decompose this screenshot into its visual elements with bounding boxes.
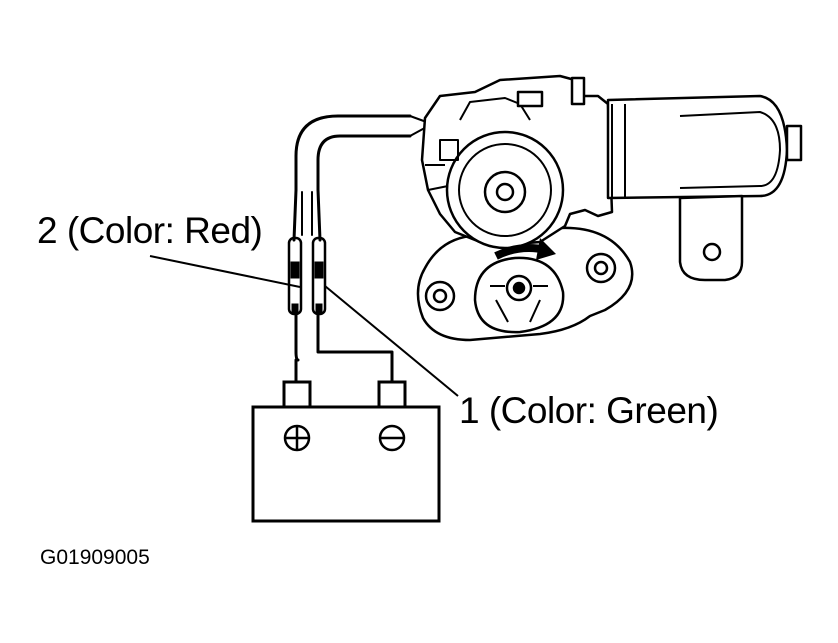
power-window-motor-icon xyxy=(416,74,803,342)
wire-harness xyxy=(292,114,433,384)
wire-2-label: 2 (Color: Red) xyxy=(37,210,263,251)
leader-lines xyxy=(149,255,459,397)
wire-1-label: 1 (Color: Green) xyxy=(459,390,719,431)
wire-connectors xyxy=(287,236,327,316)
figure-id: G01909005 xyxy=(40,546,150,569)
rotation-arrow-icon xyxy=(494,238,556,260)
battery-icon xyxy=(251,380,441,523)
